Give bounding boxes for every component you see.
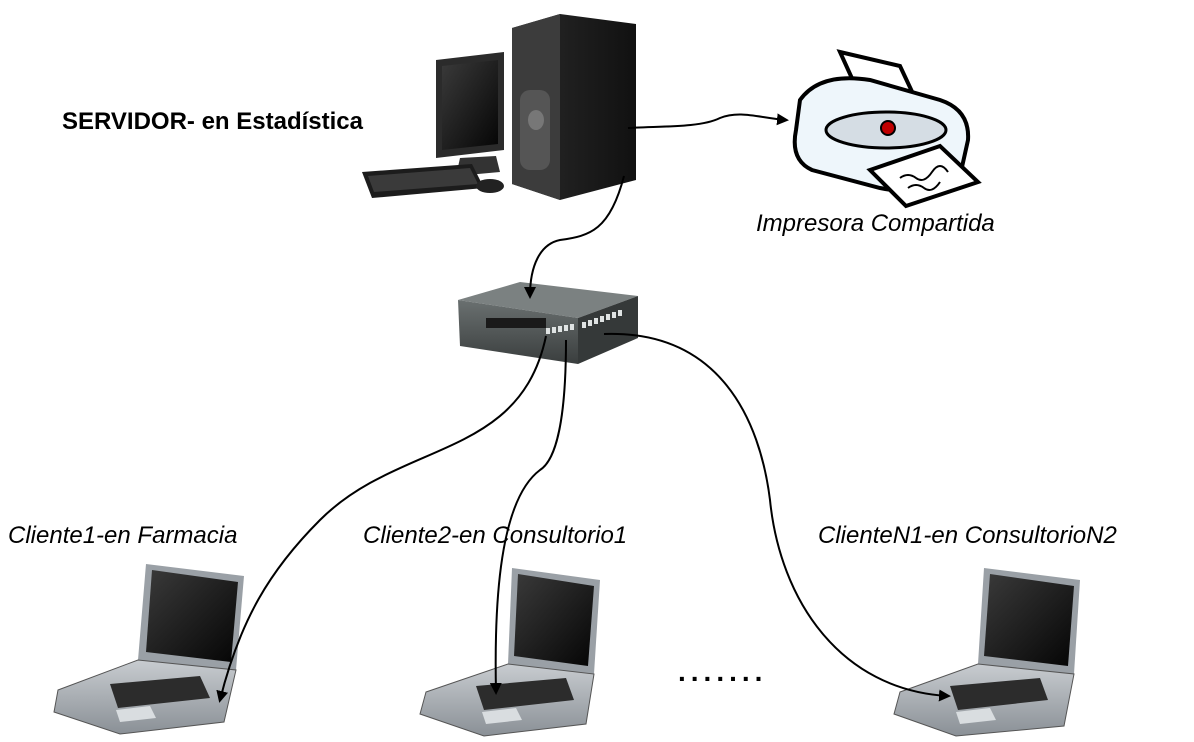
connector-server-printer <box>627 113 789 129</box>
server-label: SERVIDOR- en Estadística <box>62 108 363 135</box>
laptop-icon <box>893 568 1080 737</box>
printer-icon <box>792 49 982 209</box>
server-computer <box>362 14 636 200</box>
client-n-label: ClienteN1-en ConsultorioN2 <box>818 522 1117 549</box>
desktop-tower-icon <box>362 14 636 200</box>
connector-switch-client2 <box>489 339 567 695</box>
connector-switch-client1 <box>216 335 547 703</box>
printer-label: Impresora Compartida <box>756 210 995 237</box>
connector-switch-clientn <box>603 332 951 702</box>
laptop-client-2 <box>419 568 600 737</box>
laptop-client-n <box>893 568 1080 737</box>
laptop-icon <box>419 568 600 737</box>
shared-printer <box>792 49 982 209</box>
network-switch <box>458 282 638 364</box>
laptop-icon <box>53 564 244 735</box>
network-switch-icon <box>458 282 638 364</box>
client-2-label: Cliente2-en Consultorio1 <box>363 522 628 549</box>
laptop-client-1 <box>53 564 244 735</box>
connector-server-switch <box>524 175 625 299</box>
client-1-label: Cliente1-en Farmacia <box>8 522 238 549</box>
more-clients-ellipsis: ....... <box>678 656 768 687</box>
